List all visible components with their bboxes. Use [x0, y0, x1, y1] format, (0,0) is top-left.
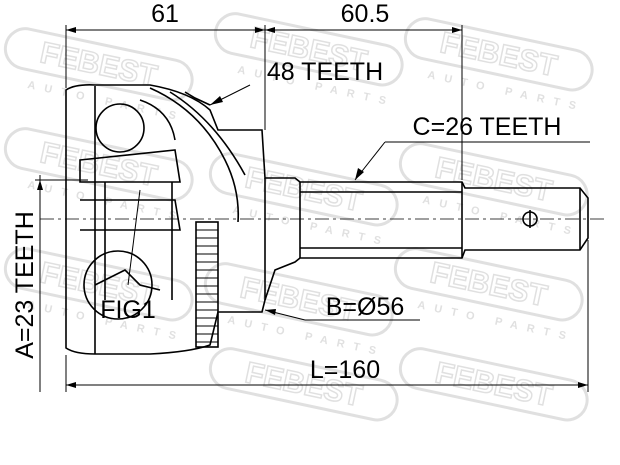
arrowheads — [37, 27, 588, 388]
figure-label: FIG1 — [100, 296, 156, 324]
cv-joint-outline — [65, 84, 589, 355]
inner-cage — [79, 149, 181, 183]
watermark-logo: FEBEST AUTO PARTS — [393, 247, 584, 344]
housing-curve-2 — [169, 91, 246, 176]
watermark-logo: FEBEST — [398, 347, 589, 422]
housing-curve — [149, 87, 240, 223]
watermark-logo: FEBEST AUTO PARTS — [3, 27, 194, 124]
boot-detail — [139, 99, 176, 141]
watermark-logo: FEBEST AUTO PARTS — [3, 127, 194, 224]
dim-top-left: 61 — [151, 0, 179, 28]
leader-fig1 — [127, 189, 141, 286]
abs-teeth — [196, 229, 218, 343]
ball-upper — [95, 103, 145, 153]
dim-top-right: 60.5 — [341, 0, 390, 28]
dim-shaft-teeth: C=26 TEETH — [413, 113, 562, 141]
watermark-logo: FEBEST AUTO PARTS — [398, 142, 589, 239]
watermark-logo: FEBEST AUTO PARTS — [208, 152, 399, 249]
dim-outer-teeth: 48 TEETH — [267, 58, 383, 86]
inner-race — [80, 199, 181, 231]
boot-detail — [184, 91, 211, 106]
ball-lower — [83, 250, 153, 320]
dim-diameter: B=Ø56 — [326, 293, 405, 321]
dim-inner-teeth: A=23 TEETH — [11, 211, 39, 359]
abs-ring — [195, 221, 219, 348]
ball-lower-detail — [94, 269, 161, 291]
dim-length: L=160 — [310, 356, 380, 384]
